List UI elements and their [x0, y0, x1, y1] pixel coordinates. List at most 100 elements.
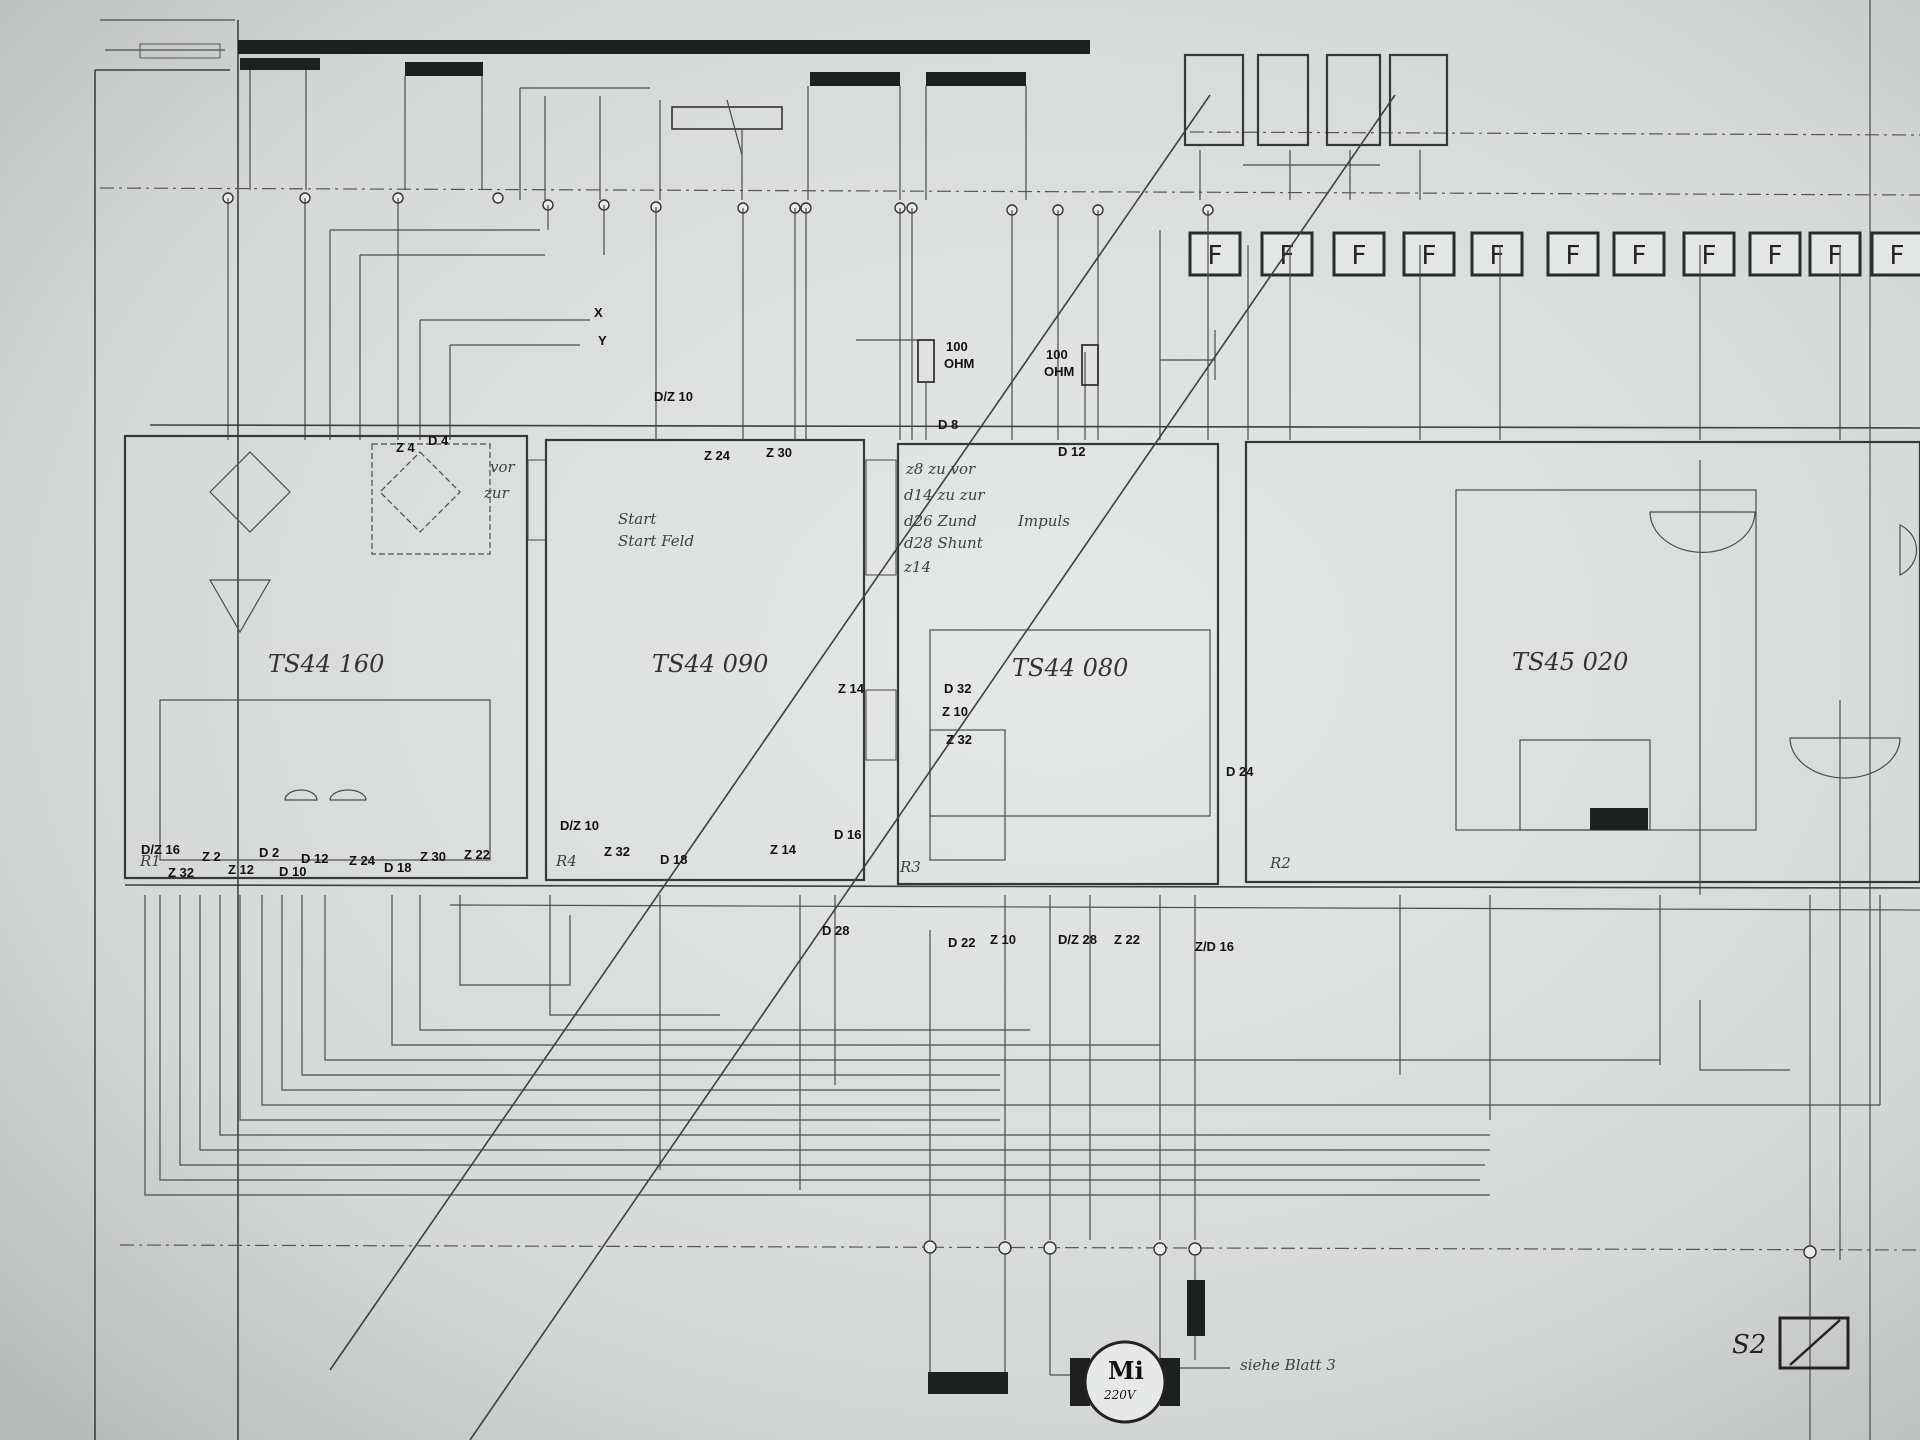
module-ts44-090 — [544, 438, 866, 882]
fuse-box — [1808, 231, 1862, 277]
annotation-z30-bottom: Z 30 — [420, 849, 447, 864]
annotation-d18-bottom: D 18 — [660, 852, 688, 867]
annotation-z24-bottom: Z 24 — [349, 853, 376, 868]
note-siehe-blatt: siehe Blatt 3 — [1240, 1356, 1336, 1374]
fuse-box — [1748, 231, 1802, 277]
relay-boxes — [1183, 53, 1449, 200]
note-vor: vor — [490, 458, 515, 476]
note-impuls: Impuls — [1018, 512, 1070, 530]
fuse-label: F — [1566, 241, 1581, 271]
annotation-d18-left: D 18 — [384, 860, 412, 875]
annotation-z4: Z 4 — [396, 440, 415, 455]
annotation-z22-bottom: Z 22 — [1114, 932, 1141, 947]
bottom-harness — [124, 884, 1920, 1440]
module-input-bus — [149, 424, 1920, 429]
annotation-z14-mid: Z 14 — [838, 681, 865, 696]
diagonal-line-1 — [329, 94, 1211, 1371]
motor-label: Mi — [1108, 1356, 1144, 1385]
fuse-box — [1402, 231, 1456, 277]
relay-divider — [1189, 131, 1920, 136]
label-r3: R3 — [900, 858, 921, 876]
note-d14-zur: d14 zu zur — [904, 486, 985, 504]
fuse-label: F — [1828, 241, 1843, 271]
annotation-zd16: Z/D 16 — [1195, 939, 1235, 954]
annotation-d24: D 24 — [1226, 764, 1254, 779]
fuse-label: F — [1280, 241, 1295, 271]
resistor-100-ohm-1 — [856, 339, 935, 440]
fuse-label: F — [1702, 241, 1717, 271]
annotation-z32-left: Z 32 — [168, 865, 195, 880]
fuse-box — [1612, 231, 1666, 277]
fuse-label: F — [1352, 241, 1367, 271]
annotation-ohm2-value: 100 — [1046, 347, 1068, 362]
module-name-ts44-080: TS44 080 — [1012, 654, 1129, 682]
top-bus-bars — [238, 40, 1090, 86]
fuse-label: F — [1208, 241, 1223, 271]
fuse-label: F — [1422, 241, 1437, 271]
relay-s2-label: S2 — [1732, 1330, 1767, 1360]
drop-wires — [227, 198, 1841, 440]
diagonal-line-2 — [469, 94, 1396, 1440]
note-d26-zund: d26 Zund — [904, 512, 977, 530]
annotation-d12-bottom: D 12 — [301, 851, 329, 866]
module-name-ts44-090: TS44 090 — [652, 650, 769, 678]
annotation-z14-bottom: Z 14 — [770, 842, 797, 857]
module-ts45-020 — [1244, 440, 1920, 1260]
annotation-d2: D 2 — [259, 845, 280, 860]
annotation-d22: D 22 — [948, 935, 976, 950]
note-zur: zur — [484, 484, 509, 502]
annotation-dz16: D/Z 16 — [141, 842, 181, 857]
module-pins — [527, 459, 897, 761]
annotation-z32-bottom: Z 32 — [604, 844, 631, 859]
bottom-terminals — [923, 1240, 1817, 1394]
fuse-label: F — [1890, 241, 1905, 271]
fuse-label: F — [1768, 241, 1783, 271]
fuse-label: F — [1632, 241, 1647, 271]
annotation-z30-top: Z 30 — [766, 445, 793, 460]
note-z8-vor: z8 zu vor — [906, 460, 976, 478]
annotation-z10-bottom: Z 10 — [990, 932, 1017, 947]
annotation-d28: D 28 — [822, 923, 850, 938]
fuse-box — [1332, 231, 1386, 277]
module-name-ts44-160: TS44 160 — [268, 650, 385, 678]
annotation-d8: D 8 — [938, 417, 959, 432]
annotation-z32-mid: Z 32 — [946, 732, 973, 747]
module-ts44-160 — [123, 434, 529, 880]
annotation-dz28: D/Z 28 — [1058, 932, 1098, 947]
note-start: Start — [618, 510, 657, 528]
lower-divider — [119, 1244, 1920, 1251]
annotation-d16-mid: D 16 — [834, 827, 862, 842]
annotation-dz10-top: D/Z 10 — [654, 389, 694, 404]
fuse-box — [1188, 231, 1242, 277]
annotation-d32: D 32 — [944, 681, 972, 696]
note-d28-shunt: d28 Shunt — [904, 534, 983, 552]
motor — [1070, 1340, 1230, 1424]
annotation-ohm2-unit: OHM — [1044, 364, 1075, 379]
annotation-z10-mid: Z 10 — [942, 704, 969, 719]
fuse-box — [1260, 231, 1314, 277]
annotation-d12-top: D 12 — [1058, 444, 1086, 459]
upper-divider — [99, 187, 1920, 196]
annotation-z2: Z 2 — [202, 849, 221, 864]
note-z14: z14 — [904, 558, 931, 576]
label-r2: R2 — [1270, 854, 1291, 872]
sheet-border — [94, 0, 1871, 1440]
annotation-z24-top: Z 24 — [704, 448, 731, 463]
module-name-ts45-020: TS45 020 — [1512, 648, 1629, 676]
fuse-label: F — [1490, 241, 1505, 271]
annotation-y: Y — [598, 333, 607, 348]
label-r4: R4 — [556, 852, 577, 870]
fuse-box — [1470, 231, 1524, 277]
annotation-d10: D 10 — [279, 864, 307, 879]
note-start-feld: Start Feld — [618, 532, 695, 550]
fuse-box — [1546, 231, 1600, 277]
annotation-z12: Z 12 — [228, 862, 255, 877]
module-ts44-080 — [896, 442, 1220, 886]
motor-voltage: 220V — [1104, 1388, 1136, 1402]
resistor-100-ohm-2 — [1081, 344, 1099, 386]
fuse-box — [1682, 231, 1736, 277]
top-feeds — [249, 70, 1027, 200]
